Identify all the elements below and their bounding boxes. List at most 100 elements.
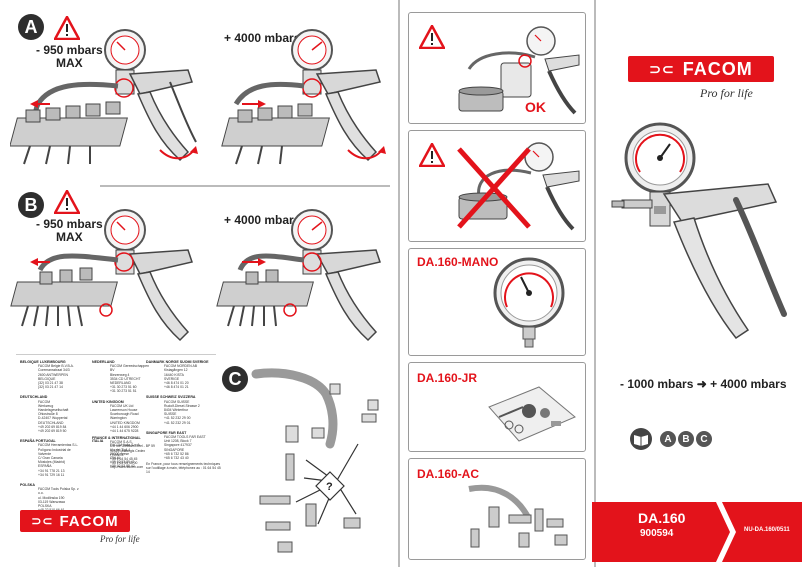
reservoir-illustration: [457, 142, 580, 231]
contact-line: FACOM: [38, 399, 51, 404]
section-divider: [100, 185, 390, 187]
section-b-vacuum-label: - 950 mbars MAX: [36, 217, 103, 244]
contact-line: Singapore 417937: [164, 443, 192, 448]
contact-line: +33 1 64 54 45 45: [110, 457, 138, 462]
contact-line: 3534 CD UTRECHT: [110, 376, 141, 381]
contact-line: BELGIQUE: [38, 376, 56, 381]
contact-line: FACOM TOOLS FAR EAST: [164, 435, 206, 440]
facom-logo: ⊃⊂ FACOM: [20, 510, 130, 532]
contact-line[interactable]: http://www.facom.com: [110, 465, 144, 470]
contact-line: Scarborough Road: [110, 412, 139, 417]
product-code: DA.160: [638, 510, 686, 526]
contact-line: 6-8 rue Gustave Eiffel - BP 59: [110, 444, 155, 449]
section-b-pressure-illustration: [216, 209, 381, 342]
contact-country: SINGAPORE FAR EAST: [146, 430, 187, 435]
warning-icon: [419, 25, 445, 49]
section-divider: [16, 354, 216, 355]
contact-line: +65 6 732 43 40: [164, 456, 189, 461]
contact-country: ITALIA: [92, 439, 104, 444]
section-a-pressure-label: + 4000 mbars: [224, 31, 301, 45]
contact-line: Polígono Industrial de Valverde: [38, 447, 71, 456]
section-c-badge: C: [222, 366, 248, 392]
section-a-pressure-illustration: [221, 29, 386, 165]
contact-line: Móstoles (Madrid): [38, 460, 66, 465]
warning-icon: [419, 143, 445, 167]
facom-mark-icon: ⊃⊂: [649, 60, 675, 77]
contact-line: 2600 ANTWERPEN: [38, 372, 68, 377]
ac-title: DA.160-AC: [417, 467, 480, 481]
contact-line: Unit 1208, Block 7: [164, 439, 192, 444]
contact-line: Warrington: [110, 416, 127, 421]
contact-line: FACOM Tools Polska Sp. z o.o.: [38, 487, 79, 496]
svg-text:?: ?: [326, 481, 333, 493]
section-b-vacuum-illustration: [10, 209, 193, 342]
contact-line: DEUTSCHLAND: [38, 420, 64, 425]
section-a-badge: A: [18, 14, 44, 40]
technical-notice: En France, pour tous renseignements tech…: [146, 462, 221, 475]
contact-line: FACOM S.A.S.: [110, 440, 133, 445]
contact-country: SUISSE SCHWEIZ SVIZZERA: [146, 395, 196, 400]
contact-line: +31 30 273 51 60: [110, 385, 137, 390]
contact-line: UNITED KINGDOM: [110, 420, 140, 425]
contact-line: +31 30 273 51 51: [110, 389, 137, 394]
contact-line: 16440 KISTA: [164, 372, 184, 377]
contact-line: FACOM SUISSE: [164, 399, 190, 404]
contact-line: +34 91 729 16 11: [38, 472, 65, 477]
tagline: Pro for life: [100, 534, 140, 544]
warning-icon: [54, 16, 80, 40]
contact-line: +46 8 474 01 21: [164, 385, 189, 390]
contact-country: NEDERLAND: [92, 360, 115, 364]
contact-country: DEUTSCHLAND: [20, 395, 48, 400]
contact-line: +41 52 232 29 00: [164, 416, 191, 421]
contact-line: ul. Modlinska 190: [38, 495, 65, 500]
contact-line: FACOM Herramientas S.L.: [38, 443, 79, 448]
contact-line: 8404 Winterthur: [164, 408, 189, 413]
contact-line: +34 91 778 21 13: [38, 468, 65, 473]
panel-da160-jr: DA.160-JR: [408, 362, 586, 452]
contact-line: FRANCE: [110, 452, 124, 457]
contact-line: NEDERLAND: [110, 381, 131, 386]
vacuum-pump-illustration: [611, 122, 787, 340]
panel-correct-usage: OK: [408, 12, 586, 124]
product-number: 900594: [640, 528, 674, 539]
pressure-gauge-icon: [493, 257, 565, 348]
contact-line: 20020 Arese: [110, 451, 130, 456]
contact-line: SINGAPORE: [164, 447, 185, 452]
manual-section-a: A: [660, 431, 676, 447]
contact-line: (32) 03 21 47 14: [38, 385, 63, 390]
ok-label: OK: [525, 99, 546, 115]
warning-icon: [54, 190, 80, 214]
contact-line: +44 1 44 675 9228: [110, 429, 139, 434]
facom-mark-icon: ⊃⊂: [31, 514, 54, 528]
contact-country: DANMARK NORGE SUOMI SVERIGE: [146, 360, 209, 364]
contact-line: 03-119 Warszawa: [38, 499, 65, 504]
contact-line: +33 1 64 54 45 00: [110, 461, 138, 466]
section-a-vacuum-label: - 950 mbars MAX: [36, 43, 103, 70]
contact-line: Rudolf-Diesel-Strasse 2: [164, 403, 200, 408]
contact-line: ITALIA: [110, 456, 121, 461]
contact-line: +41 52 232 29 01: [164, 420, 191, 425]
contact-country: BELGIQUE LUXEMBOURG: [20, 360, 66, 364]
contact-country: ESPAÑA PORTUGAL: [20, 439, 56, 444]
contact-line: ESPAÑA: [38, 464, 52, 469]
section-b-badge: B: [18, 192, 44, 218]
contact-line: +49 202 69 819 50: [38, 429, 67, 434]
tagline: Pro for life: [700, 86, 753, 100]
contact-country: POLSKA: [20, 483, 35, 488]
contact-line: (32) 03 21 47 38: [38, 381, 63, 386]
contact-france: FRANCE & INTERNATIONAL FACOM S.A.S.6-8 r…: [92, 436, 172, 470]
contact-line: +44 1 44 606 2900: [110, 424, 139, 429]
contact-line: Werkzeug Handelsgesellschaft: [38, 403, 69, 413]
pressure-range-label: - 1000 mbars ➜ + 4000 mbars: [620, 377, 787, 391]
section-b-pressure-label: + 4000 mbars: [224, 213, 301, 227]
contact-line: FACOM UK Ltd: [110, 403, 134, 408]
contact-line: C/ Gran Canaria: [38, 456, 63, 461]
jr-title: DA.160-JR: [417, 371, 478, 385]
